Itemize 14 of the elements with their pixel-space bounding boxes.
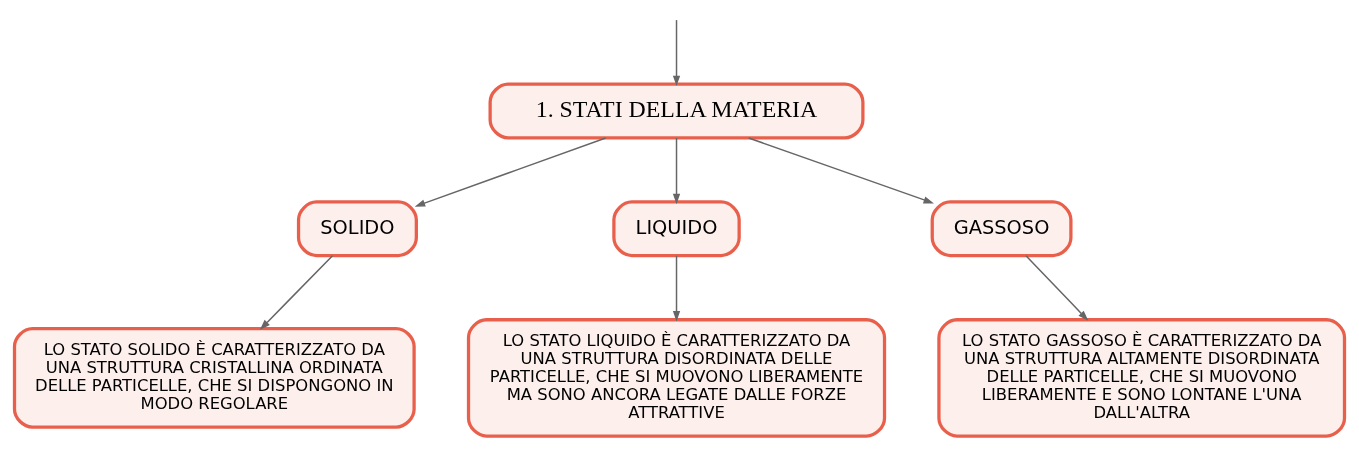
node-box: LO STATO SOLIDO È CARATTERIZZATO DA UNA STRUTTURA CRISTALLINA ORDINATA DELLE PARTICELLE, CHE SI DISPONGONO IN MODO REGOLARE (12, 327, 416, 429)
arrow (672, 19, 681, 87)
arrow (259, 255, 334, 330)
node-box: 1. STATI DELLA MATERIA (488, 82, 865, 140)
node-box: GASSOSO (930, 200, 1073, 258)
node-box: SOLIDO (296, 200, 418, 258)
arrow (414, 137, 607, 207)
arrow (672, 137, 681, 205)
node-box: LIQUIDO (612, 200, 741, 258)
arrow (747, 137, 934, 204)
node-box: LO STATO GASSOSO È CARATTERIZZATO DA UNA STRUTTURA ALTAMENTE DISORDINATA DELLE PARTICELLE, CHE SI MUOVONO LIBERAMENTE E SONO LONTANE L'UNA DALL'ALTRA (937, 318, 1347, 438)
node-box: LO STATO LIQUIDO È CARATTERIZZATO DA UNA STRUTTURA DISORDINATA DELLE PARTICELLE, CHE SI MUOVONO LIBERAMENTE MA SONO ANCORA LEGATE DALLE FORZE ATTRATTIVE (466, 318, 887, 438)
arrow (1025, 255, 1089, 321)
arrow (672, 255, 681, 322)
